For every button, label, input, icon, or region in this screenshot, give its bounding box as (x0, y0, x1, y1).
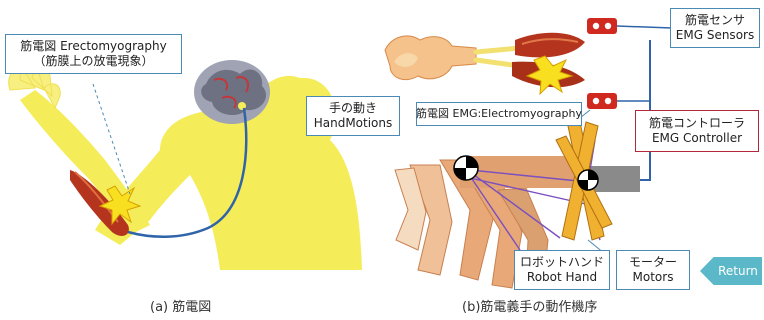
controller-label-line2: EMG Controller (652, 131, 742, 146)
sensor-label-line2: EMG Sensors (676, 28, 754, 43)
motor-label-line2: Motors (633, 270, 674, 285)
sensor-label: 筋電センサ EMG Sensors (670, 8, 760, 48)
robot-hand-label-line2: Robot Hand (527, 270, 597, 285)
body-figure (9, 60, 362, 270)
right-caption: (b)筋電義手の動作機序 (462, 296, 597, 315)
motor-label-line1: モーター (629, 255, 677, 270)
hand-motion-label-line2: HandMotions (314, 116, 393, 131)
return-button[interactable]: Return (700, 257, 762, 285)
controller-label-line1: 筋電コントローラ (649, 116, 745, 131)
robot-hand-label-line1: ロボットハンド (520, 255, 604, 270)
emg-label: 筋電図 EMG:Electromyography (416, 102, 582, 126)
emg-callout-line2: （筋膜上の放電現象） (33, 54, 153, 69)
left-caption: (a) 筋電図 (150, 296, 211, 315)
robot-hand-label: ロボットハンド Robot Hand (514, 250, 610, 290)
joint-marker (454, 156, 478, 180)
emg-label-text: 筋電図 EMG:Electromyography (416, 107, 582, 121)
hand-motion-label-line1: 手の動き (329, 101, 377, 116)
motor-label: モーター Motors (616, 250, 690, 290)
emg-callout: 筋電図 Erectomyography （筋膜上の放電現象） (5, 34, 182, 74)
controller-label: 筋電コントローラ EMG Controller (635, 110, 759, 152)
hand-motion-label: 手の動き HandMotions (306, 96, 400, 136)
emg-diagram (385, 18, 672, 288)
sensor-label-line1: 筋電センサ (685, 13, 745, 28)
return-button-label: Return (714, 257, 762, 285)
emg-callout-line1: 筋電図 Erectomyography (20, 39, 166, 54)
joint-marker (578, 170, 598, 190)
